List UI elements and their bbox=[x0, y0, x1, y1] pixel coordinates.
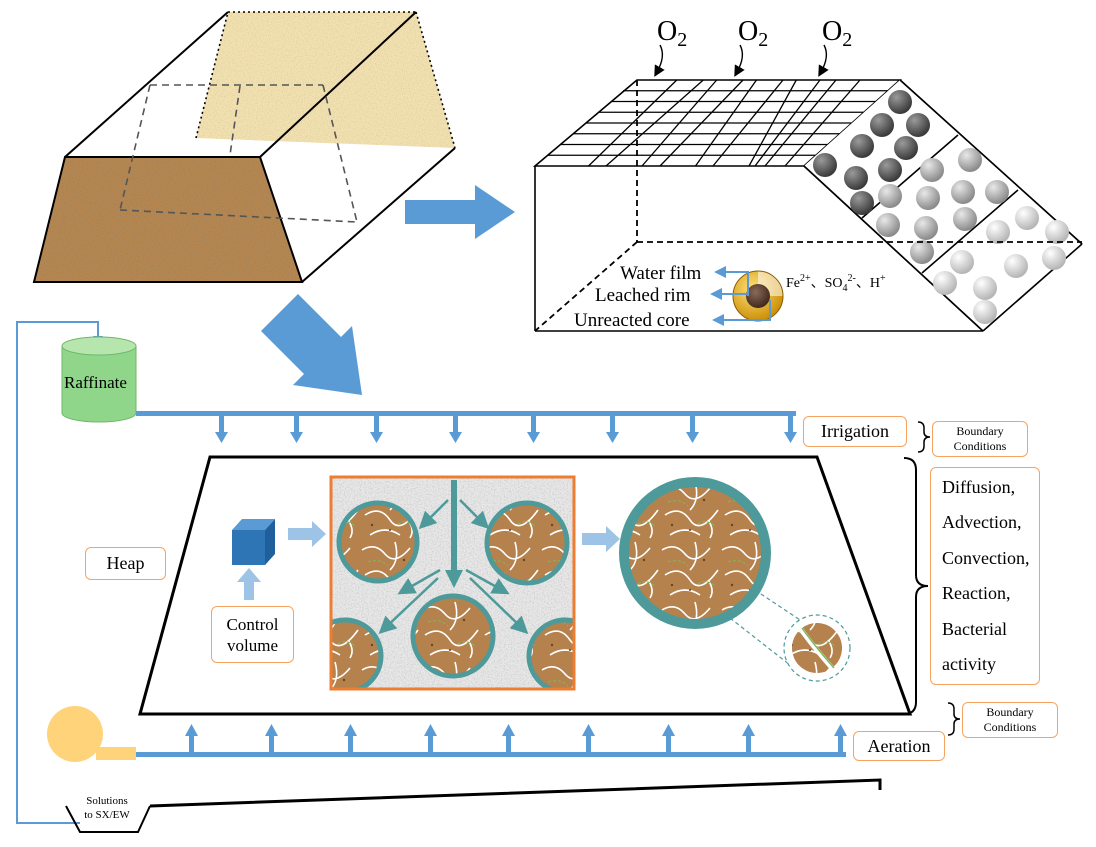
process-convection: Convection, bbox=[942, 547, 1030, 568]
control-volume-box: Control volume bbox=[211, 606, 294, 663]
processes-brace bbox=[903, 457, 929, 715]
irrigation-box: Irrigation bbox=[803, 416, 907, 447]
o2-label-3: O2 bbox=[822, 16, 852, 51]
heap-block-3d bbox=[32, 11, 456, 283]
boundary-bottom-line2: Conditions bbox=[983, 720, 1037, 734]
solutions-line2: to SX/EW bbox=[84, 809, 130, 821]
boundary-conditions-bottom-box: Boundary Conditions bbox=[962, 702, 1058, 738]
irrigation-label: Irrigation bbox=[821, 421, 889, 441]
aeration-pipe bbox=[132, 724, 847, 757]
heap-back-face bbox=[196, 12, 455, 148]
raffinate-tank: Raffinate bbox=[61, 336, 137, 423]
control-volume-cube bbox=[232, 519, 275, 565]
heap-label: Heap bbox=[106, 553, 145, 573]
cube-to-cells-arrow bbox=[288, 521, 326, 547]
irrigation-pipe bbox=[136, 411, 797, 443]
ion-labels: Fe2+、SO42-、H+ bbox=[786, 273, 886, 294]
raffinate-label: Raffinate bbox=[64, 373, 127, 392]
leached-rim-label: Leached rim bbox=[595, 285, 691, 306]
grid-lines bbox=[548, 79, 890, 167]
oxygen-labels: O2 O2 O2 bbox=[654, 16, 852, 77]
control-volume-line2: volume bbox=[227, 635, 278, 655]
heap-box: Heap bbox=[85, 547, 166, 580]
process-activity: activity bbox=[942, 654, 996, 674]
solutions-label: Solutions to SX/EW bbox=[72, 794, 142, 822]
aeration-box: Aeration bbox=[853, 731, 945, 761]
collection-pond bbox=[65, 778, 882, 833]
boundary-brace-top bbox=[917, 421, 931, 453]
boundary-top-line2: Conditions bbox=[953, 439, 1007, 453]
recirculation-pipe bbox=[16, 321, 99, 824]
magnified-particle bbox=[619, 477, 851, 682]
shrinking-core-particle bbox=[732, 270, 784, 322]
boundary-top-line1: Boundary bbox=[956, 424, 1004, 438]
water-film-label: Water film bbox=[620, 263, 702, 284]
granular-panel bbox=[329, 475, 576, 691]
process-diffusion: Diffusion, bbox=[942, 476, 1016, 497]
process-reaction: Reaction, bbox=[942, 583, 1011, 603]
processes-box: Diffusion, Advection, Convection, Reacti… bbox=[930, 467, 1040, 685]
particles-light bbox=[933, 206, 1069, 324]
process-bacterial: Bacterial bbox=[942, 618, 1007, 639]
arrow-to-heap bbox=[261, 294, 362, 395]
boundary-conditions-top-box: Boundary Conditions bbox=[932, 421, 1028, 457]
control-volume-up-arrow bbox=[237, 568, 261, 600]
oxygen-supply-box: O2 O2 O2 Water film Leached rim Unreacte… bbox=[532, 16, 1083, 332]
aeration-label: Aeration bbox=[867, 735, 931, 756]
control-volume-line1: Control bbox=[226, 614, 279, 634]
particle-layers bbox=[803, 79, 1083, 332]
solutions-line1: Solutions bbox=[86, 795, 128, 807]
air-blower bbox=[47, 706, 136, 762]
boundary-brace-bottom bbox=[947, 702, 961, 736]
o2-label-2: O2 bbox=[738, 16, 768, 51]
heap-front-face bbox=[34, 157, 302, 282]
o2-label-1: O2 bbox=[657, 16, 687, 51]
process-advection: Advection, bbox=[942, 512, 1022, 532]
arrow-to-detail bbox=[405, 185, 515, 239]
panel-to-particle-arrow bbox=[582, 526, 620, 552]
particles-dark bbox=[813, 90, 930, 215]
unreacted-core-label: Unreacted core bbox=[574, 310, 690, 331]
boundary-bottom-line1: Boundary bbox=[986, 705, 1034, 719]
particles-mid bbox=[876, 148, 1009, 264]
